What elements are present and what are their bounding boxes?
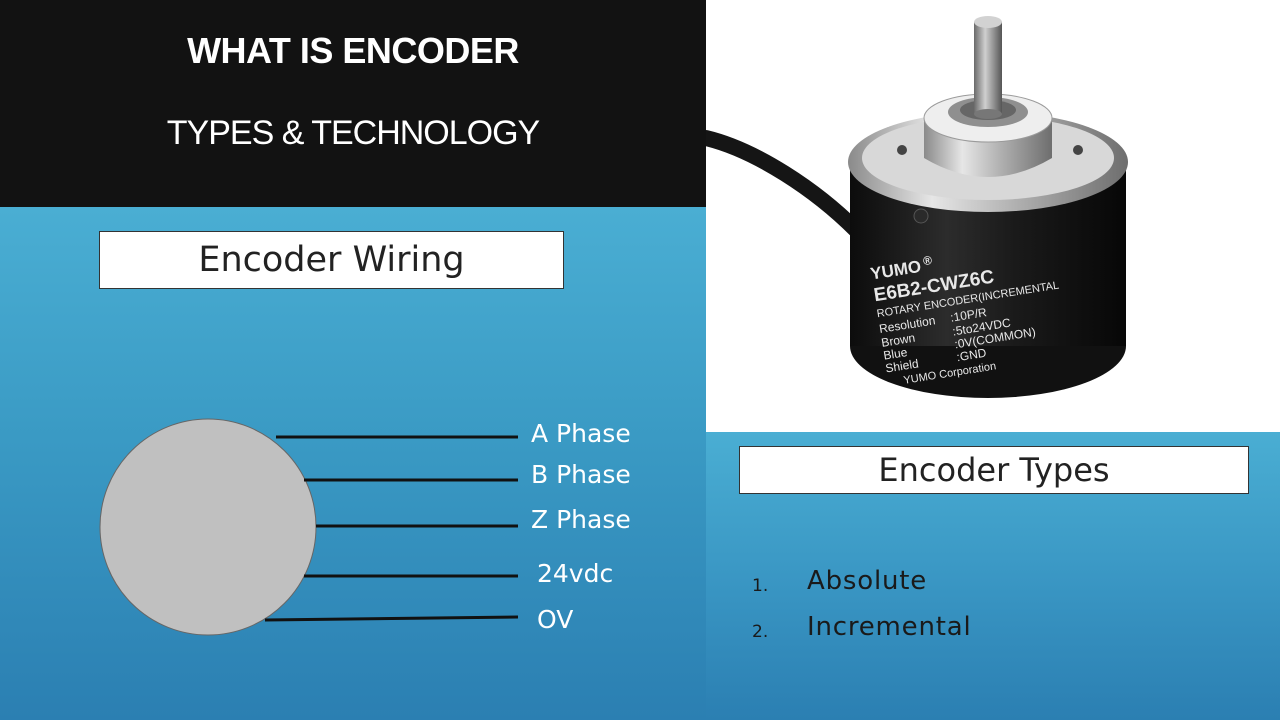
- header-panel: WHAT IS ENCODER TYPES & TECHNOLOGY: [0, 0, 706, 207]
- spec-shield-value: :GND: [956, 346, 988, 365]
- spec-resolution-value: :10P/R: [949, 305, 988, 325]
- subtitle: TYPES & TECHNOLOGY: [166, 114, 540, 152]
- list-label-incremental: Incremental: [807, 612, 972, 642]
- main-title: WHAT IS ENCODER: [187, 30, 519, 71]
- wiring-title: Encoder Wiring: [99, 231, 564, 289]
- spec-shield-key: Shield: [884, 356, 919, 375]
- encoder-cable: [698, 130, 864, 238]
- wire-label-z-phase: Z Phase: [531, 505, 631, 534]
- list-label-absolute: Absolute: [807, 566, 928, 596]
- wire-label-24vdc: 24vdc: [537, 559, 614, 588]
- wire-0v: [264, 615, 519, 622]
- list-number: 2.: [752, 622, 769, 642]
- wiring-diagram: [99, 418, 519, 636]
- wire-label-a-phase: A Phase: [531, 419, 631, 448]
- spec-blue-key: Blue: [882, 345, 908, 363]
- encoder-shaft: [974, 22, 1002, 114]
- spec-brown-key: Brown: [880, 331, 916, 350]
- encoder-disc: [99, 418, 317, 636]
- list-number: 1.: [752, 576, 769, 596]
- encoder-photo: YUMO® E6B2-CWZ6C ROTARY ENCODER(INCREMEN…: [698, 0, 1280, 432]
- encoder-illustration: YUMO® E6B2-CWZ6C ROTARY ENCODER(INCREMEN…: [698, 16, 1128, 398]
- registered-mark: ®: [922, 253, 933, 268]
- wiring-panel: [0, 207, 706, 720]
- types-title: Encoder Types: [739, 446, 1249, 494]
- wire-label-0v: OV: [537, 605, 574, 634]
- wire-label-b-phase: B Phase: [531, 460, 631, 489]
